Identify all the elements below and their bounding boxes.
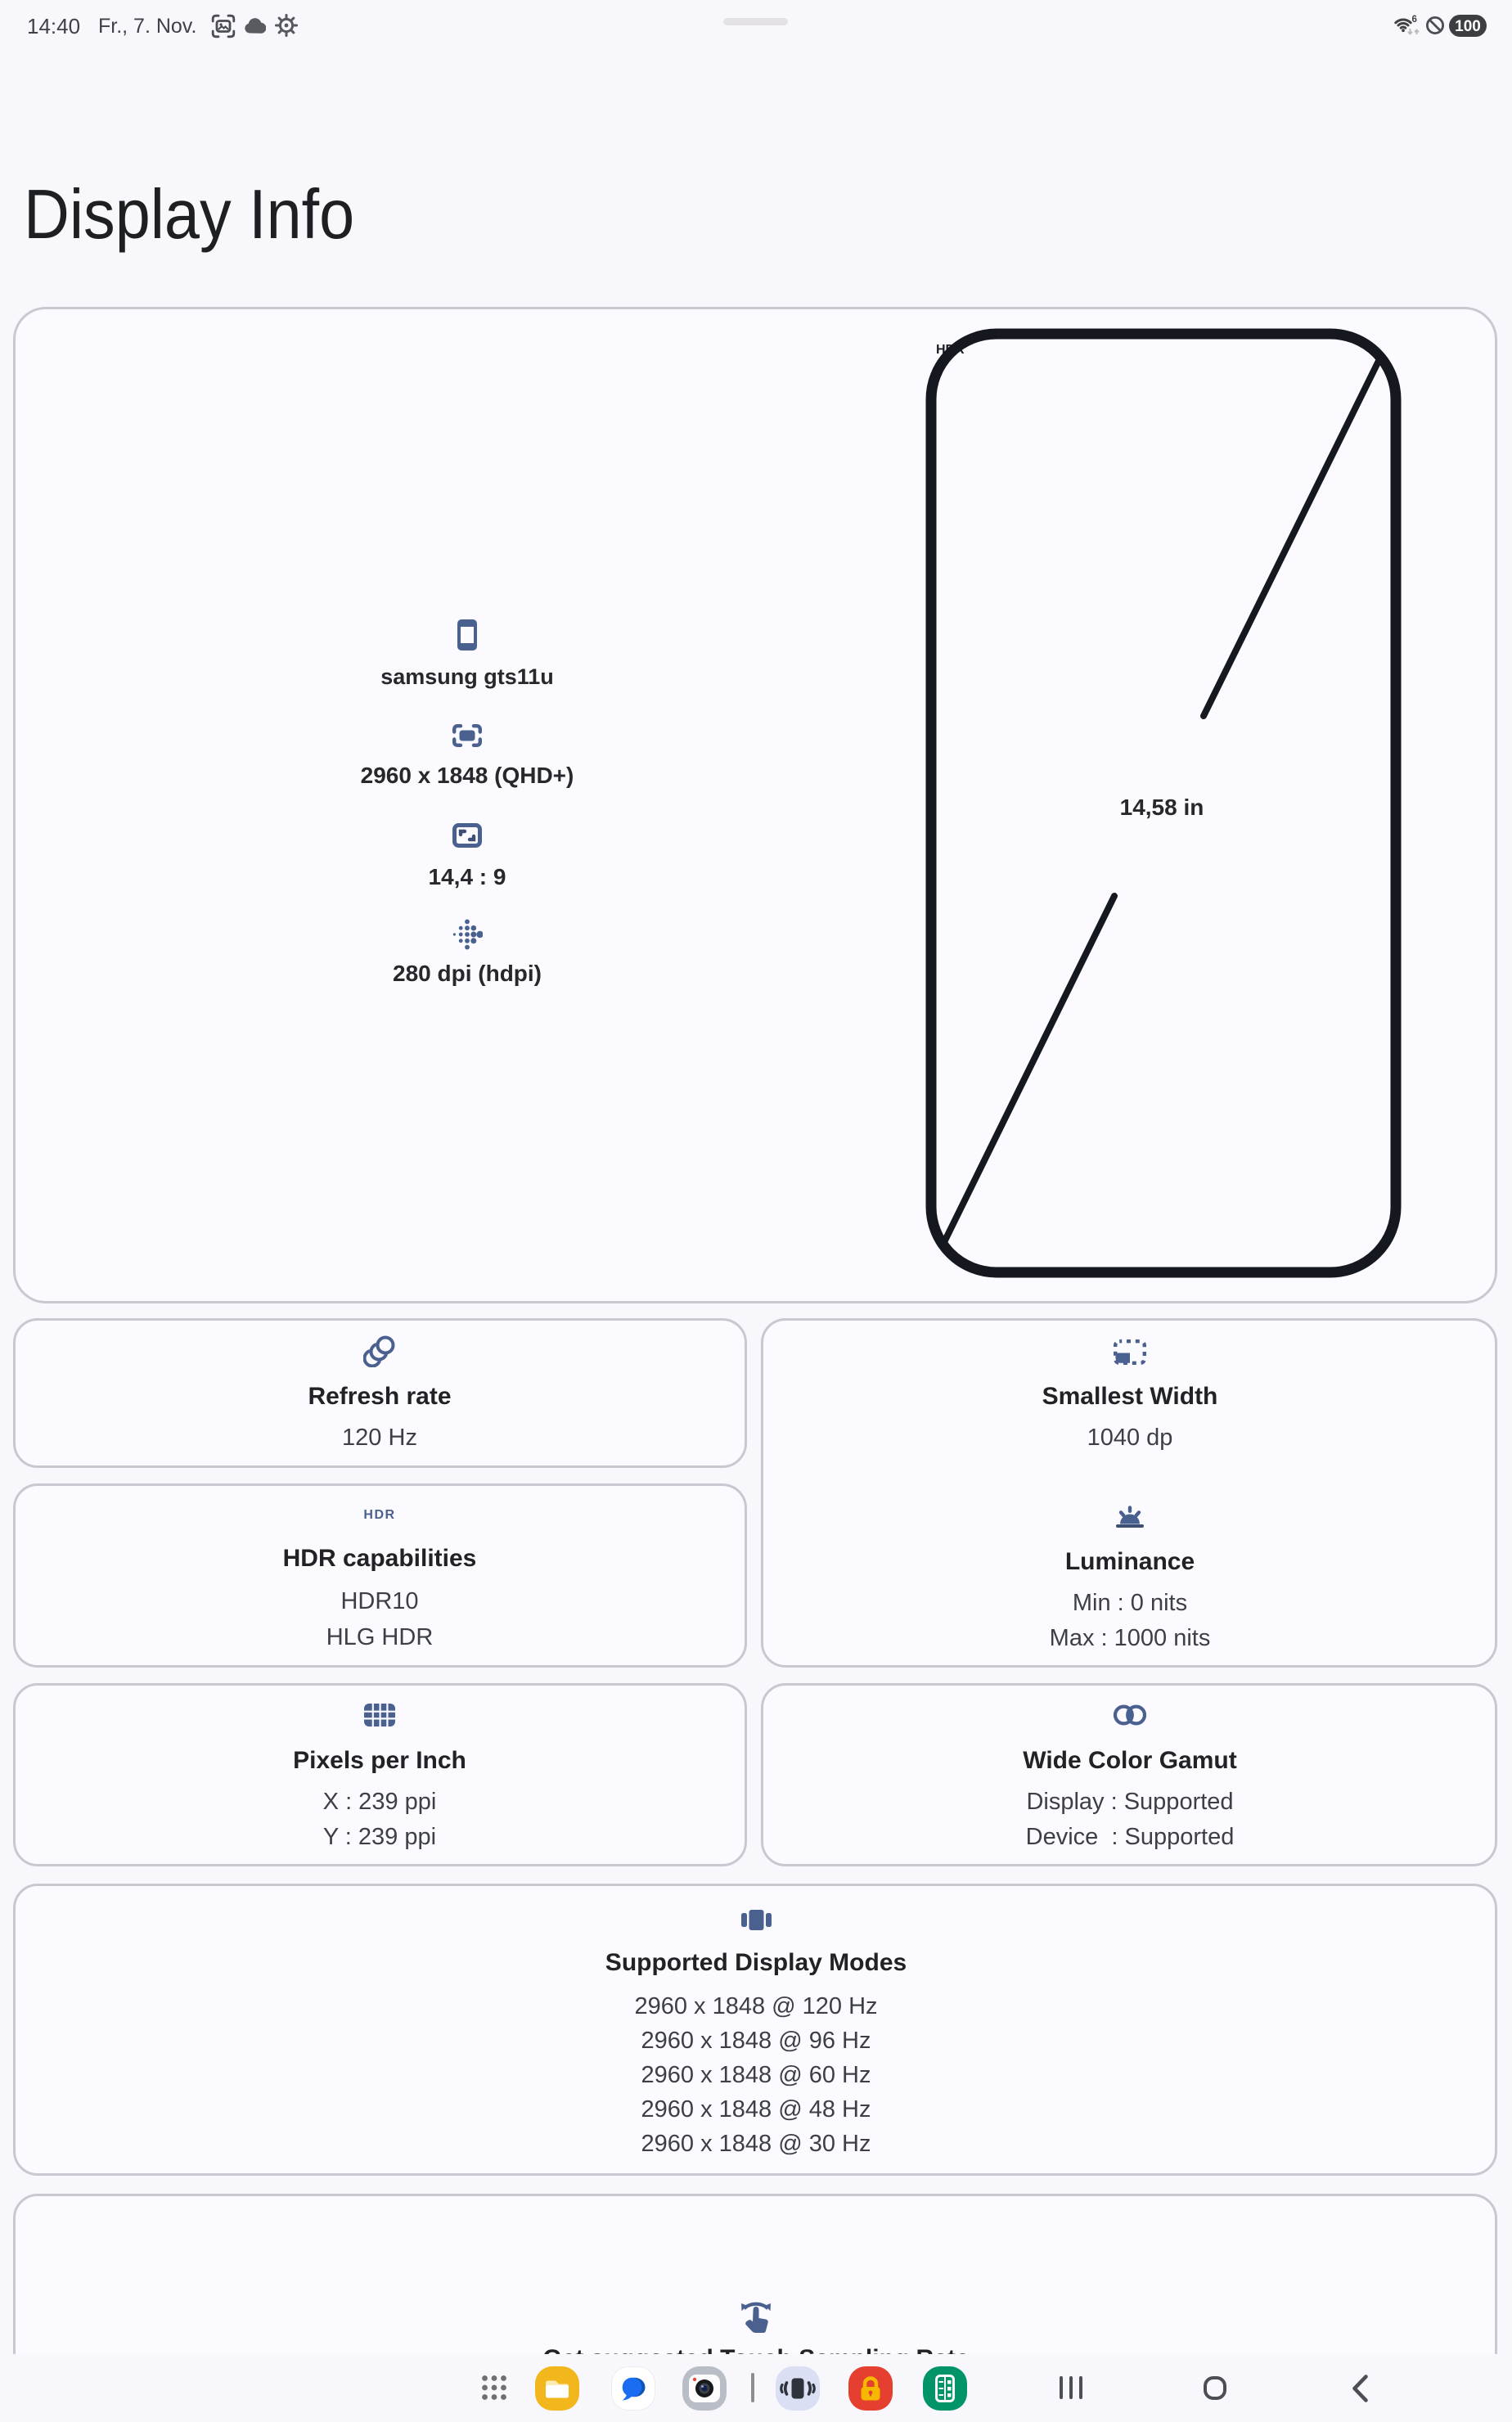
- svg-text:6: 6: [1412, 15, 1417, 25]
